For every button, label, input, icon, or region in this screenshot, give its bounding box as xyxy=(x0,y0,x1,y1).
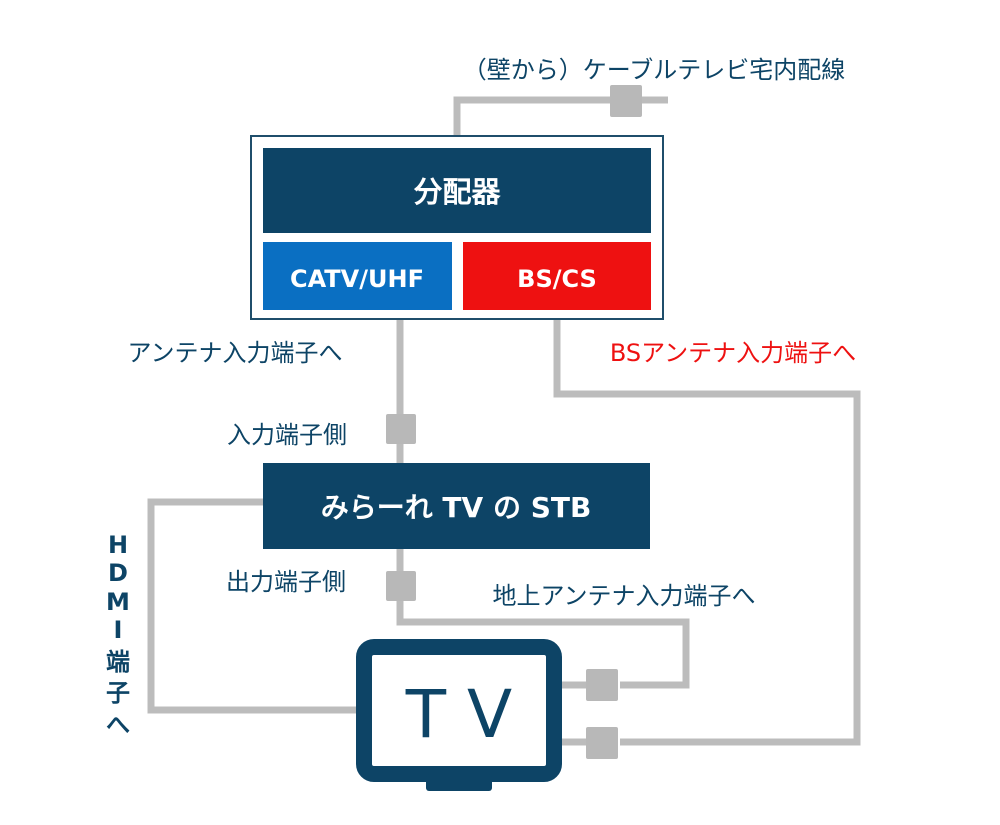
tv-stand xyxy=(426,774,492,791)
output-side-label: 出力端子側 xyxy=(226,568,346,596)
tv-terrestrial-connector xyxy=(586,669,618,701)
stb: みらーれ TV の STB xyxy=(263,463,650,549)
hdmi-char: 端 xyxy=(106,648,130,676)
wall-feed-cable xyxy=(453,96,668,137)
antenna-input-label: アンテナ入力端子へ xyxy=(127,339,342,367)
stb-box xyxy=(263,463,650,549)
connectors xyxy=(386,85,642,759)
catv-port-label: CATV/UHF xyxy=(290,265,424,293)
splitter: 分配器 CATV/UHF BS/CS xyxy=(250,135,664,320)
tv-label: T V xyxy=(405,676,512,753)
hdmi-char: H xyxy=(108,531,128,559)
tv: T V xyxy=(356,639,562,791)
bscs-to-tv-cable xyxy=(553,313,861,746)
hdmi-char: 子 xyxy=(106,679,130,707)
stb-output-connector xyxy=(386,571,416,601)
tv-bs-connector xyxy=(586,727,618,759)
splitter-title-box xyxy=(263,148,651,233)
wall-connector xyxy=(610,85,642,117)
terrestrial-input-label: 地上アンテナ入力端子へ xyxy=(492,582,755,610)
hdmi-char: D xyxy=(108,559,128,587)
hdmi-char: M xyxy=(106,588,130,616)
stb-label: みらーれ TV の STB xyxy=(321,491,592,524)
stb-input-connector xyxy=(386,414,416,444)
hdmi-char: へ xyxy=(106,711,130,739)
source-label: （壁から）ケーブルテレビ宅内配線 xyxy=(463,56,846,84)
bscs-port-box xyxy=(463,242,651,310)
bscs-port-label: BS/CS xyxy=(517,265,597,293)
input-side-label: 入力端子側 xyxy=(227,421,347,449)
bs-antenna-input-label: BSアンテナ入力端子へ xyxy=(610,339,856,367)
labels: （壁から）ケーブルテレビ宅内配線 アンテナ入力端子へ BSアンテナ入力端子へ 入… xyxy=(127,56,856,610)
catv-port-box xyxy=(263,242,452,310)
hdmi-cable xyxy=(147,498,356,714)
hdmi-vertical-label: H D M I 端 子 へ xyxy=(106,531,130,739)
splitter-label: 分配器 xyxy=(413,175,501,209)
hdmi-char: I xyxy=(114,616,123,644)
